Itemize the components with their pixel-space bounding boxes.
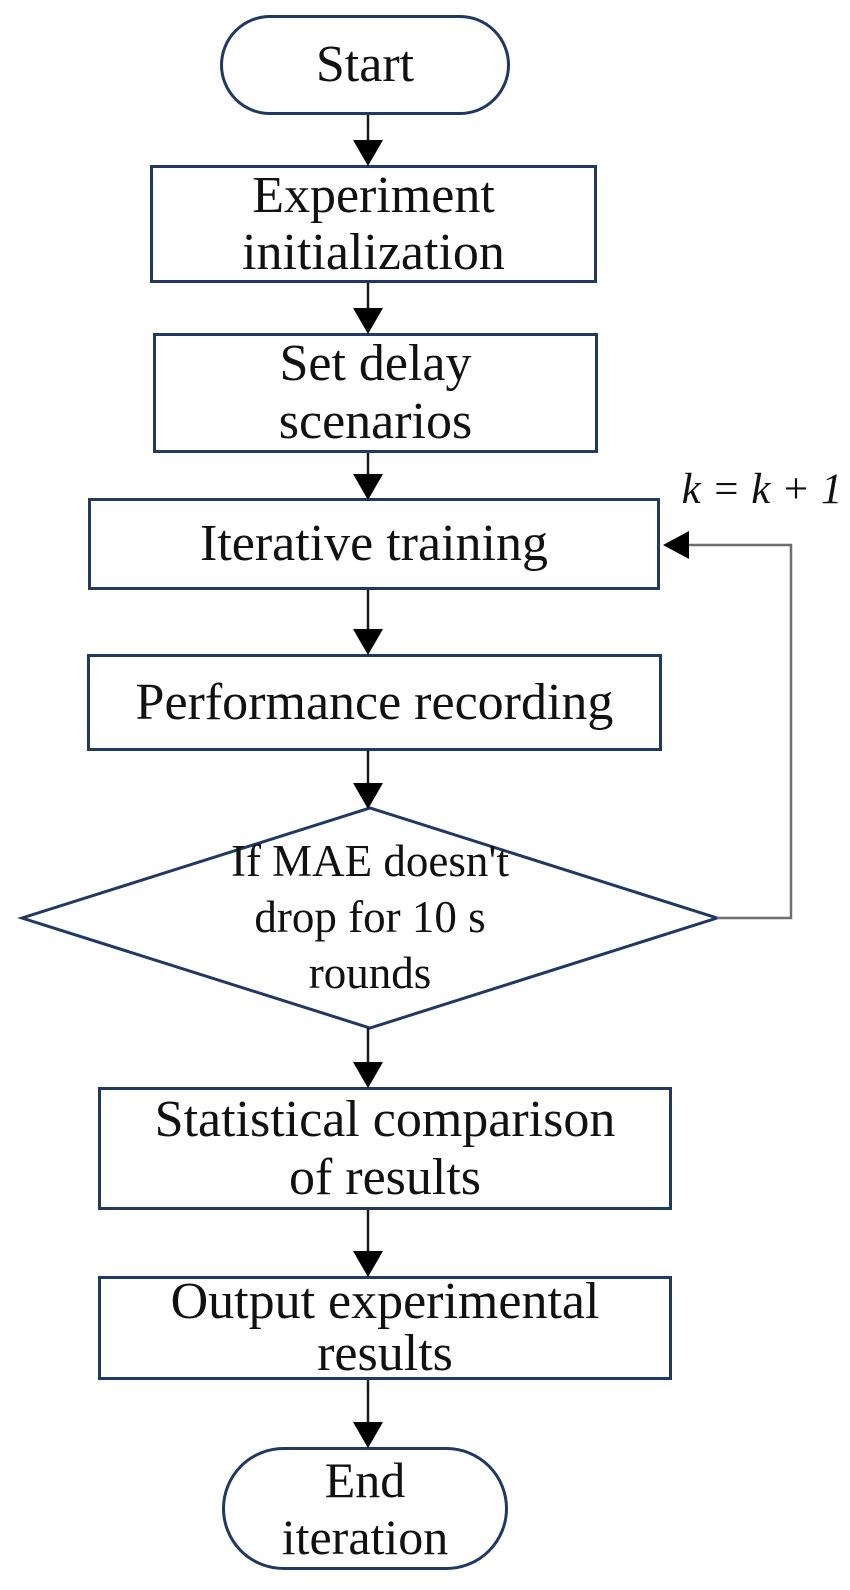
node-iterative-training: Iterative training bbox=[88, 498, 660, 590]
node-experiment-initialization: Experiment initialization bbox=[150, 165, 597, 283]
arrow-delay-to-iterative bbox=[353, 453, 383, 500]
arrow-performance-to-decision bbox=[353, 751, 383, 809]
node-mae-decision: If MAE doesn't drop for 10 s rounds bbox=[230, 836, 510, 998]
arrow-decision-to-statistical bbox=[353, 1028, 383, 1088]
arrow-experiment-to-delay bbox=[353, 283, 383, 334]
loop-increment-label: k = k + 1 bbox=[681, 466, 843, 513]
node-set-delay-scenarios: Set delay scenarios bbox=[153, 333, 598, 453]
arrow-statistical-to-output bbox=[353, 1210, 383, 1277]
node-start: Start bbox=[220, 15, 510, 115]
node-statistical-comparison: Statistical comparison of results bbox=[98, 1087, 672, 1210]
loop-back-line bbox=[688, 543, 793, 920]
arrow-output-to-end bbox=[353, 1380, 383, 1448]
loop-back-arrowhead-icon bbox=[663, 531, 689, 559]
node-output-experimental-results: Output experimental results bbox=[98, 1276, 672, 1380]
node-performance-recording: Performance recording bbox=[87, 654, 662, 751]
arrow-start-to-experiment bbox=[353, 115, 383, 166]
node-end-iteration: End iteration bbox=[222, 1447, 508, 1570]
arrow-iterative-to-performance bbox=[353, 590, 383, 655]
